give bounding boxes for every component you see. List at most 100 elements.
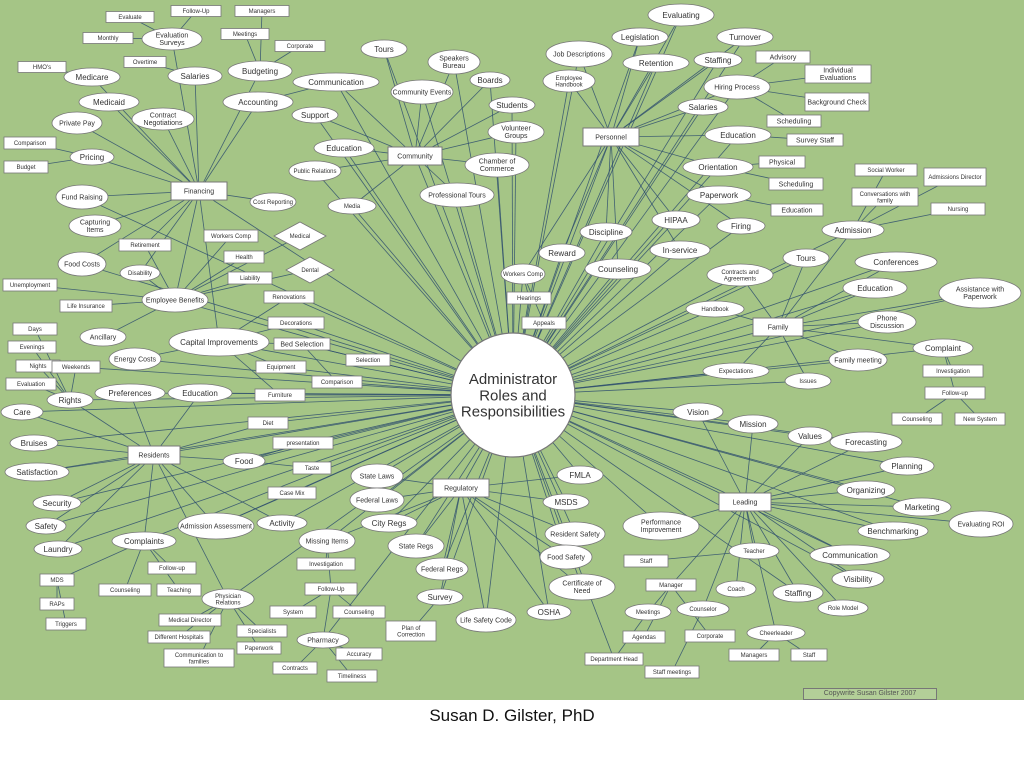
topic-node: Safety (25, 517, 67, 535)
node-shape (147, 561, 197, 575)
topic-node: Follow-up (147, 561, 197, 575)
node-label: Salaries (689, 103, 718, 112)
node-shape (69, 148, 115, 166)
node-shape (702, 362, 770, 380)
connector-line (143, 454, 155, 542)
node-label: Community Events (393, 89, 452, 96)
topic-node: Handbook (685, 300, 745, 318)
topic-node: Department Head (584, 652, 644, 666)
node-shape (345, 353, 391, 367)
topic-node: Admission Assessment (177, 512, 255, 540)
node-label: Days (28, 327, 42, 333)
node-label-line: In-service (663, 246, 698, 255)
node-label-line: Counseling (598, 265, 638, 274)
connector-line (744, 501, 859, 580)
node-label-line: Investigation (936, 369, 970, 375)
topic-node: RAPs (39, 597, 75, 611)
node-label-line: Follow-Up (182, 9, 210, 15)
connector-line (744, 435, 811, 503)
node-label-line: Negotiations (144, 120, 183, 127)
node-label-line: RAPs (49, 602, 64, 608)
topic-node: Private Pay (51, 111, 103, 135)
node-shape (854, 251, 938, 273)
node-label: Mission (739, 420, 766, 429)
node-shape (94, 383, 166, 403)
topic-node: Corporate (274, 40, 326, 52)
node-shape (432, 478, 490, 498)
topic-node: Employee Benefits (141, 287, 209, 313)
node-shape (542, 493, 590, 511)
node-label: Decorations (280, 321, 312, 327)
node-label: Pricing (80, 153, 104, 162)
node-label: Ancillary (90, 334, 117, 341)
node-label: Admission (835, 226, 872, 235)
node-label: Managers (741, 653, 768, 659)
topic-node: Bruises (9, 434, 59, 452)
node-label: Education (720, 131, 756, 140)
connector-line (512, 394, 894, 532)
topic-node: Education (842, 277, 908, 299)
node-shape (285, 256, 335, 284)
topic-node: Case Mix (267, 486, 317, 500)
node-shape (390, 79, 454, 105)
topic-node: Nursing (930, 202, 986, 216)
node-label-line: Complaints (124, 537, 164, 546)
node-label-line: Retention (639, 59, 673, 68)
node-shape (758, 155, 806, 169)
node-shape (335, 647, 383, 661)
topic-node: Survey Staff (786, 133, 844, 147)
node-label-line: Public Relations (293, 169, 336, 175)
node-label-line: Turnover (729, 33, 761, 42)
node-label-line: Employee Benefits (146, 297, 205, 304)
node-label-line: Contracts (282, 666, 308, 672)
node-label-line: Department Head (590, 657, 637, 663)
node-label-line: Tours (374, 45, 394, 54)
topic-node: Meetings (220, 28, 270, 40)
node-label-line: Contracts and (721, 270, 758, 276)
topic-node: Scheduling (768, 177, 824, 191)
node-label: presentation (286, 441, 319, 447)
node-label-line: Planning (891, 462, 922, 471)
node-label: Education (781, 207, 812, 214)
node-label-line: Coach (727, 587, 744, 593)
node-label: MDS (50, 578, 63, 584)
node-label-line: Survey (428, 593, 453, 602)
node-label-line: Family meeting (834, 357, 882, 364)
node-label: Disability (128, 271, 152, 277)
node-label-line: Bed Selection (280, 341, 323, 348)
node-shape (556, 465, 604, 485)
topic-node: Federal Regs (415, 557, 469, 581)
node-label-line: Follow-up (942, 391, 969, 397)
node-label-line: Follow-Up (317, 587, 345, 593)
node-label-line: Communication to (175, 653, 224, 659)
node-label: Professional Tours (428, 192, 486, 199)
node-label: Medicaid (93, 98, 125, 107)
node-label: Support (301, 111, 330, 120)
node-shape (223, 250, 265, 264)
connector-line (610, 14, 682, 138)
node-label-line: Education (720, 131, 756, 140)
node-label: Evaluating ROI (957, 521, 1004, 528)
node-shape (455, 607, 517, 633)
node-shape (227, 60, 293, 82)
topic-node: Food Safety (539, 544, 593, 570)
topic-node: Manager (645, 578, 697, 592)
node-label: Dental (301, 268, 318, 274)
node-shape (326, 669, 378, 683)
node-shape (201, 588, 255, 610)
connector-line (610, 136, 681, 251)
node-label-line: Marketing (904, 503, 939, 512)
category-node: Residents (127, 445, 181, 465)
node-shape (332, 605, 386, 619)
topic-node: Salaries (677, 98, 729, 116)
node-shape (256, 514, 308, 532)
category-node: Leading (718, 492, 772, 512)
node-shape (829, 431, 903, 453)
topic-node: Diet (247, 416, 289, 430)
topic-node: Teaching (156, 583, 202, 597)
